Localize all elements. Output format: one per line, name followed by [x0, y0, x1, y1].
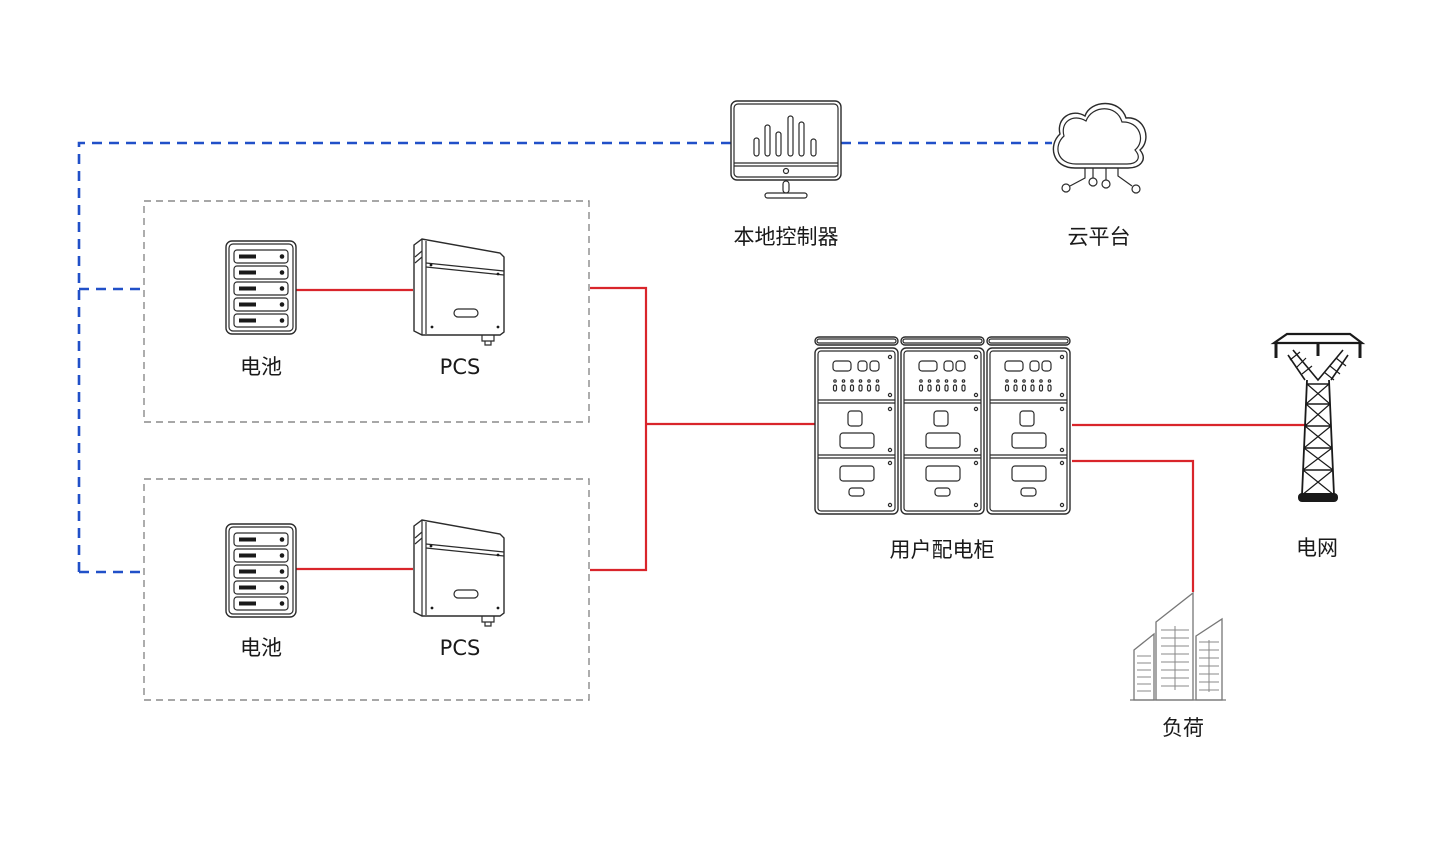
transmission-tower-icon	[1270, 332, 1366, 502]
storage-unit-2-group	[143, 478, 590, 701]
power-line-cabinet-load	[1072, 459, 1195, 592]
pcs-inverter-icon	[413, 238, 505, 346]
storage-unit-1-group	[143, 200, 590, 423]
distribution-cabinet-icon	[814, 336, 1071, 515]
power-lines	[296, 286, 1307, 592]
monitor-icon	[730, 100, 842, 199]
power-line-pcs1-bus	[590, 286, 648, 572]
battery-2-label: 电池	[240, 636, 282, 660]
buildings-icon	[1130, 591, 1226, 701]
pcs-2-label: PCS	[439, 636, 481, 660]
controller-label: 本地控制器	[733, 225, 839, 249]
cloud-label: 云平台	[1067, 225, 1131, 249]
communication-lines	[77, 141, 1052, 574]
pcs-inverter-icon	[413, 519, 505, 627]
comm-line-controller-to-units	[77, 141, 731, 572]
battery-rack-icon	[225, 240, 297, 335]
battery-rack-icon	[225, 523, 297, 618]
controller-node	[728, 98, 844, 202]
load-label: 负荷	[1162, 716, 1204, 740]
pcs-1-label: PCS	[439, 355, 481, 379]
cabinet-label: 用户配电柜	[889, 538, 995, 562]
grid-label: 电网	[1296, 536, 1338, 560]
cloud-icon	[1052, 102, 1147, 194]
battery-1-label: 电池	[240, 355, 282, 379]
